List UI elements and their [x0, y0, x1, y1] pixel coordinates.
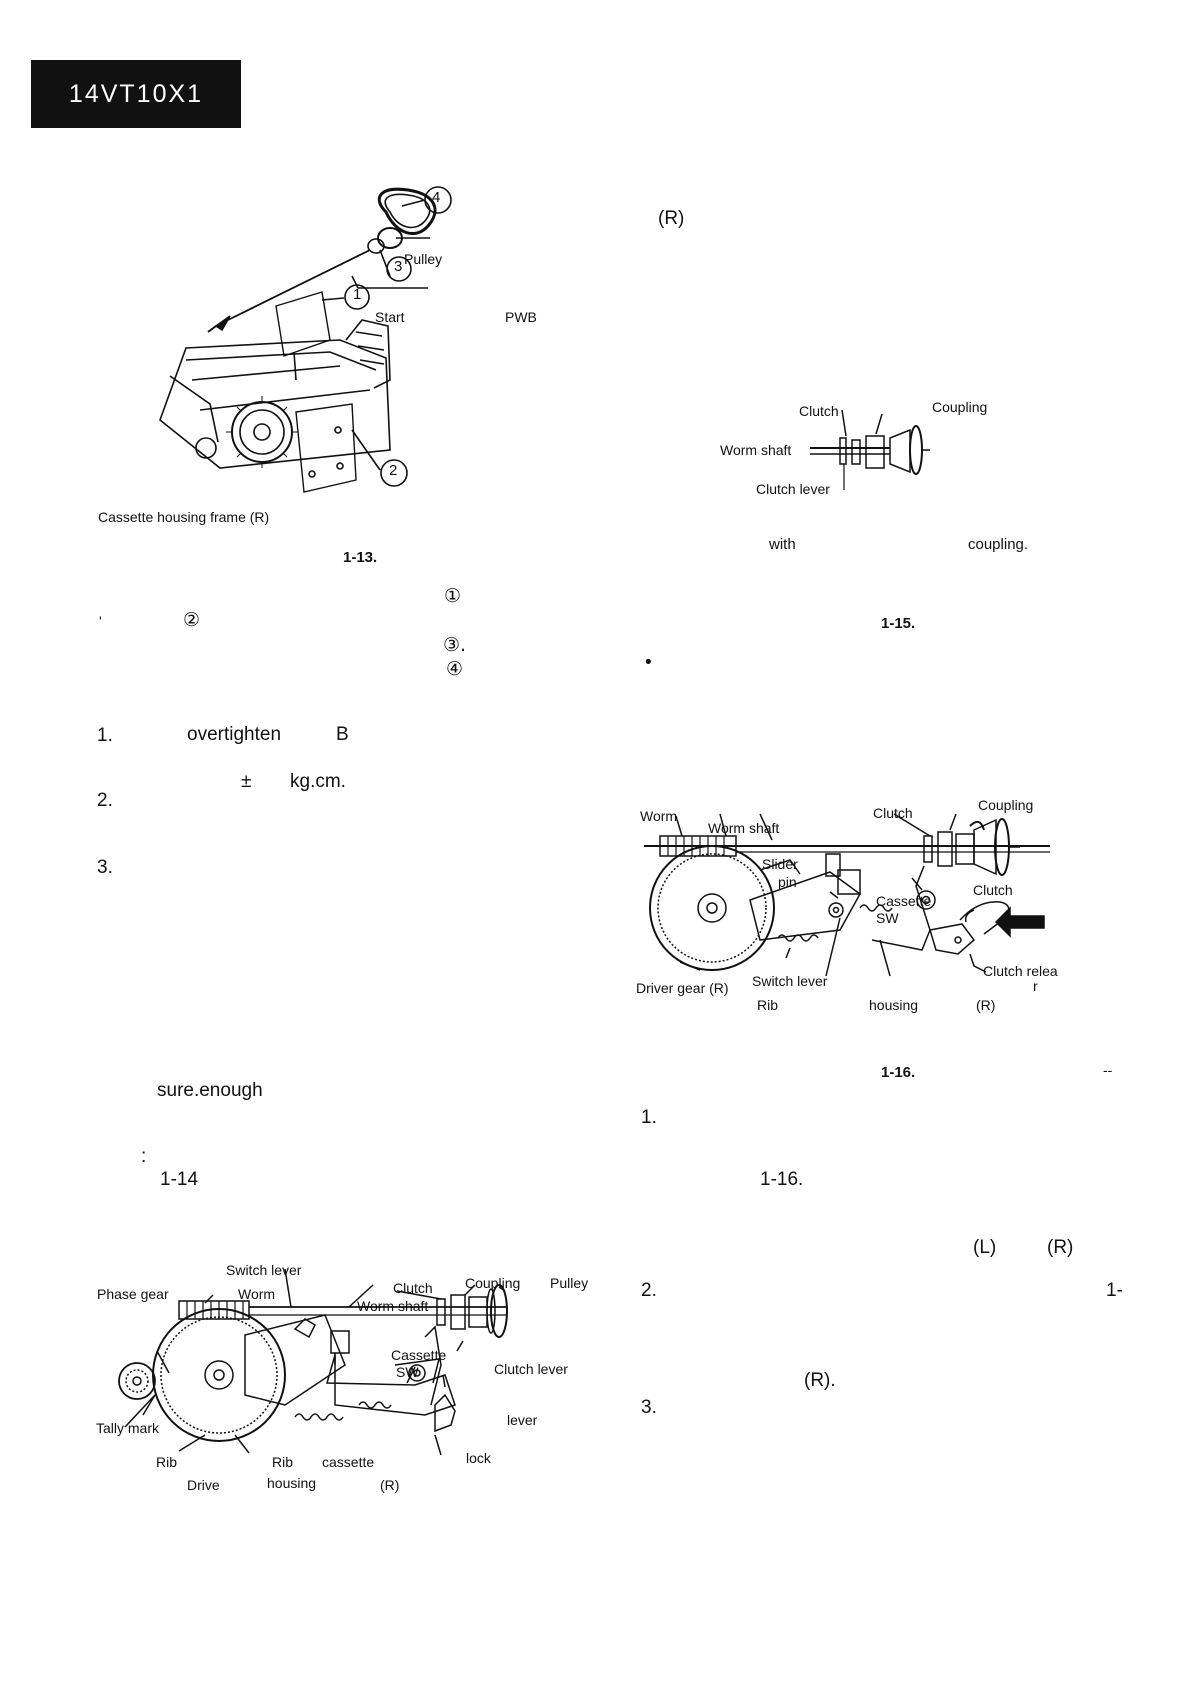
fig15-coupling-text: coupling. — [968, 536, 1029, 553]
callout-2: 2 — [389, 462, 398, 479]
note-ref-1-14: 1-14 — [160, 1169, 199, 1190]
model-number: 14VT10X1 — [68, 79, 204, 108]
fig14-rib-1: Rib — [156, 1454, 178, 1470]
fig14-switch-lever: Switch lever — [226, 1262, 302, 1278]
step-mark-1: ① — [444, 585, 462, 607]
note-plus-minus: ± — [241, 771, 252, 792]
note-sure-enough: sure.enough — [157, 1080, 263, 1101]
fig15-worm-shaft: Worm shaft — [720, 442, 792, 458]
figure-1-14-drawing — [118, 1268, 508, 1456]
fig16-dash: -- — [1103, 1062, 1113, 1078]
note-2-number: 2. — [97, 790, 113, 811]
step-mark-4: ④ — [446, 658, 464, 680]
fig16-clutch: Clutch — [873, 805, 913, 821]
fig15-coupling: Coupling — [932, 399, 988, 415]
note-colon: : — [141, 1146, 147, 1167]
fig14-worm: Worm — [238, 1286, 276, 1302]
note-1-overtighten: overtighten — [187, 724, 282, 745]
fig14-cassette: Cassette — [391, 1347, 447, 1363]
fig16-clutch-release: Clutch relea — [983, 963, 1058, 979]
fig16-coupling: Coupling — [978, 797, 1034, 813]
model-number-tag: 14VT10X1 — [31, 60, 241, 128]
fig16-rib: Rib — [757, 997, 779, 1013]
right-r-2: (R). — [804, 1370, 836, 1391]
right-step-2: 2. — [641, 1280, 657, 1301]
fig14-coupling: Coupling — [465, 1275, 521, 1291]
fig16-pin: pin — [778, 874, 797, 890]
fig16-worm: Worm — [640, 808, 678, 824]
callout-1: 1 — [353, 286, 362, 303]
fig14-sw: SW — [396, 1364, 419, 1380]
fig14-rib-2: Rib — [272, 1454, 294, 1470]
figure-1-16-drawing — [644, 813, 1050, 977]
step-mark-2: ② — [183, 609, 201, 631]
fig14-lever: lever — [507, 1412, 538, 1428]
figure-caption-1-15: 1-15. — [881, 615, 916, 632]
right-r-heading: (R) — [658, 208, 685, 229]
fig16-slider: Slider — [762, 856, 798, 872]
fig14-cassette-2: cassette — [322, 1454, 375, 1470]
fig14-r: (R) — [380, 1477, 400, 1493]
figure-1-13-drawing — [159, 186, 452, 493]
label-cassette-housing-frame: Cassette housing frame (R) — [98, 509, 270, 525]
tick-mark: ' — [99, 613, 102, 629]
label-pwb: PWB — [505, 309, 537, 325]
label-start: Start — [375, 309, 405, 325]
right-step-3: 3. — [641, 1397, 657, 1418]
fig14-lock: lock — [466, 1450, 491, 1466]
fig14-pulley: Pulley — [550, 1275, 589, 1291]
figure-caption-1-16: 1-16. — [881, 1064, 916, 1081]
figure-caption-1-13: 1-13. — [343, 549, 378, 566]
fig15-clutch-lever: Clutch lever — [756, 481, 830, 497]
fig16-r-small: r — [1033, 978, 1038, 994]
fig16-driver-gear: Driver gear (R) — [636, 980, 729, 996]
fig16-r: (R) — [976, 997, 996, 1013]
right-l: (L) — [973, 1237, 997, 1258]
fig16-clutch-2: Clutch — [973, 882, 1013, 898]
note-1-b: B — [336, 724, 349, 745]
label-pulley: Pulley — [404, 251, 443, 267]
fig14-worm-shaft: Worm shaft — [357, 1298, 429, 1314]
note-unit: kg.cm. — [290, 771, 346, 792]
right-ref-1-16: 1-16. — [760, 1169, 804, 1190]
fig14-clutch: Clutch — [393, 1280, 433, 1296]
figure-1-15-drawing — [810, 409, 930, 490]
fig15-with: with — [769, 536, 796, 553]
right-r: (R) — [1047, 1237, 1074, 1258]
note-3-number: 3. — [97, 857, 113, 878]
fig14-clutch-lever: Clutch lever — [494, 1361, 568, 1377]
fig16-sw: SW — [876, 910, 899, 926]
fig16-switch-lever: Switch lever — [752, 973, 828, 989]
fig14-drive: Drive — [187, 1477, 220, 1493]
bullet: • — [645, 652, 652, 673]
right-one-dash: 1- — [1106, 1280, 1123, 1301]
step-mark-3: ③. — [443, 634, 467, 656]
fig16-worm-shaft: Worm shaft — [708, 820, 780, 836]
fig16-cassette: Cassette — [876, 893, 932, 909]
right-step-1: 1. — [641, 1107, 657, 1128]
fig15-clutch: Clutch — [799, 403, 839, 419]
note-1-number: 1. — [97, 725, 113, 746]
fig14-housing: housing — [267, 1475, 317, 1491]
callout-3: 3 — [394, 258, 403, 275]
fig14-tally-mark: Tally mark — [96, 1420, 160, 1436]
callout-4: 4 — [432, 189, 441, 206]
fig14-phase-gear: Phase gear — [97, 1286, 169, 1302]
fig16-housing: housing — [869, 997, 919, 1013]
